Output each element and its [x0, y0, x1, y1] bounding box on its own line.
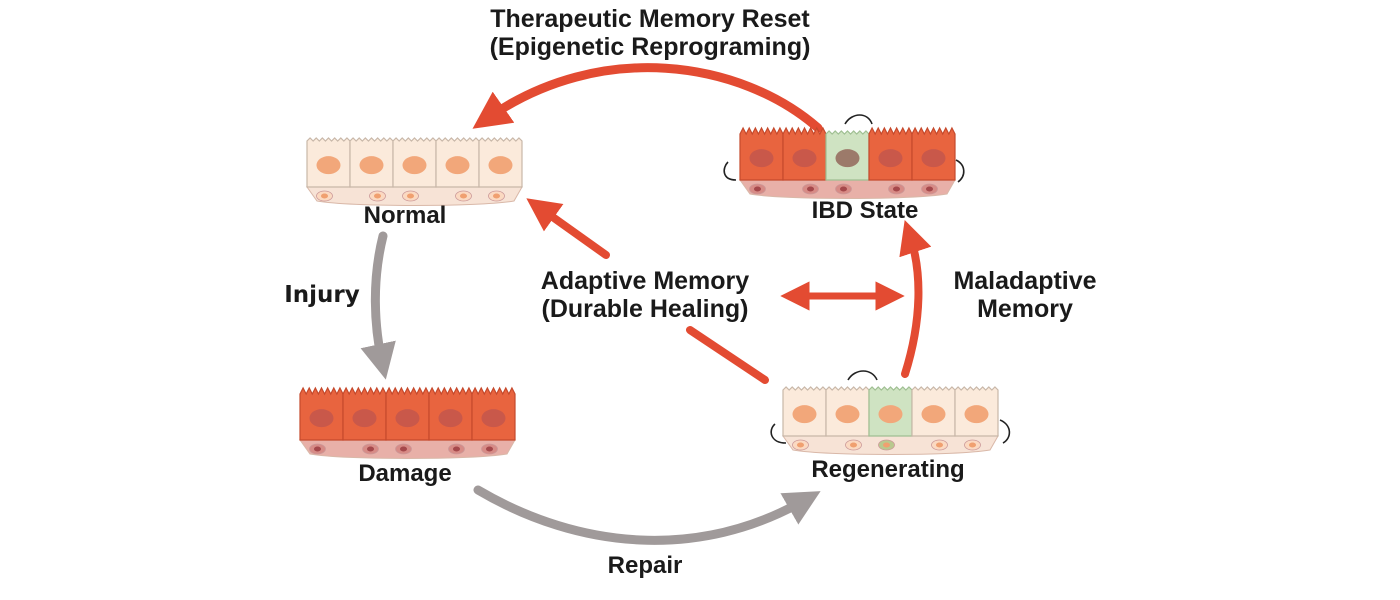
basal-nucleus — [493, 193, 500, 199]
turnover-arrow-icon — [999, 419, 1011, 444]
basal-nucleus — [969, 442, 976, 448]
therapeutic-reset-line2: (Epigenetic Reprograming) — [489, 32, 811, 61]
stage-label-normal: Normal — [363, 202, 447, 229]
basal-nucleus — [400, 446, 407, 452]
cell-nucleus — [395, 409, 420, 428]
cell-nucleus — [402, 156, 427, 175]
basal-nucleus — [486, 446, 493, 452]
basal-nucleus — [850, 442, 857, 448]
ibd-tissue — [739, 126, 956, 199]
cell-nucleus — [309, 409, 334, 428]
basal-nucleus — [840, 186, 847, 192]
adaptive-memory-label: Adaptive Memory (Durable Healing) — [505, 267, 785, 323]
turnover-arrows-ibd — [723, 114, 965, 183]
cell-nucleus — [878, 405, 903, 424]
cell-nucleus — [964, 405, 989, 424]
basal-nucleus — [460, 193, 467, 199]
cell-nucleus — [438, 409, 463, 428]
basal-nucleus — [453, 446, 460, 452]
cell-nucleus — [488, 156, 513, 175]
regenerating-tissue — [782, 386, 999, 455]
basal-nucleus — [936, 442, 943, 448]
basal-nucleus — [374, 193, 381, 199]
injury-label: Injury — [284, 282, 360, 308]
cell-nucleus — [878, 149, 903, 168]
regenerating-to-adaptive-line — [686, 326, 769, 384]
turnover-arrow-icon — [847, 370, 878, 381]
basal-nucleus — [797, 442, 804, 448]
cell-nucleus — [835, 405, 860, 424]
injury-arrow — [360, 231, 396, 380]
basal-nucleus — [407, 193, 414, 199]
basal-nucleus — [807, 186, 814, 192]
cell-nucleus — [921, 405, 946, 424]
basal-nucleus — [926, 186, 933, 192]
adaptive-memory-line2: (Durable Healing) — [541, 294, 749, 323]
cell-nucleus — [792, 149, 817, 168]
basal-nucleus — [367, 446, 374, 452]
stage-label-ibd: IBD State — [811, 197, 919, 224]
basal-nucleus — [883, 442, 890, 448]
adaptive-memory-line1: Adaptive Memory — [540, 267, 750, 295]
cell-nucleus — [352, 409, 377, 428]
cell-nucleus — [921, 149, 946, 168]
cell-nucleus — [359, 156, 384, 175]
basal-nucleus — [321, 193, 328, 199]
therapeutic-reset-arrow — [472, 63, 823, 133]
maladaptive-memory-label: Maladaptive Memory — [925, 267, 1125, 323]
therapeutic-reset-label: Therapeutic Memory Reset (Epigenetic Rep… — [430, 5, 870, 61]
normal-tissue — [306, 137, 523, 206]
adaptive-to-normal-arrow — [526, 198, 610, 259]
basal-nucleus — [754, 186, 761, 192]
repair-label: Repair — [607, 552, 683, 579]
stage-label-regenerating: Regenerating — [811, 456, 965, 483]
cell-nucleus — [835, 149, 860, 168]
maladaptive-arrow — [899, 220, 932, 378]
cell-nucleus — [316, 156, 341, 175]
maladaptive-memory-line2: Memory — [977, 294, 1073, 323]
basal-nucleus — [314, 446, 321, 452]
cell-nucleus — [792, 405, 817, 424]
maladaptive-memory-line1: Maladaptive — [953, 267, 1097, 295]
damage-tissue — [299, 386, 516, 459]
turnover-arrow-icon — [844, 114, 873, 125]
cell-nucleus — [749, 149, 774, 168]
cell-nucleus — [445, 156, 470, 175]
turnover-arrow-icon — [955, 159, 965, 183]
turnover-arrow-icon — [770, 423, 787, 444]
basal-nucleus — [893, 186, 900, 192]
turnover-arrow-icon — [723, 161, 737, 181]
turnover-arrows-regenerating — [770, 370, 1011, 444]
stage-label-damage: Damage — [358, 460, 452, 487]
cell-nucleus — [481, 409, 506, 428]
therapeutic-reset-line1: Therapeutic Memory Reset — [490, 5, 810, 33]
repair-arrow — [473, 485, 821, 545]
